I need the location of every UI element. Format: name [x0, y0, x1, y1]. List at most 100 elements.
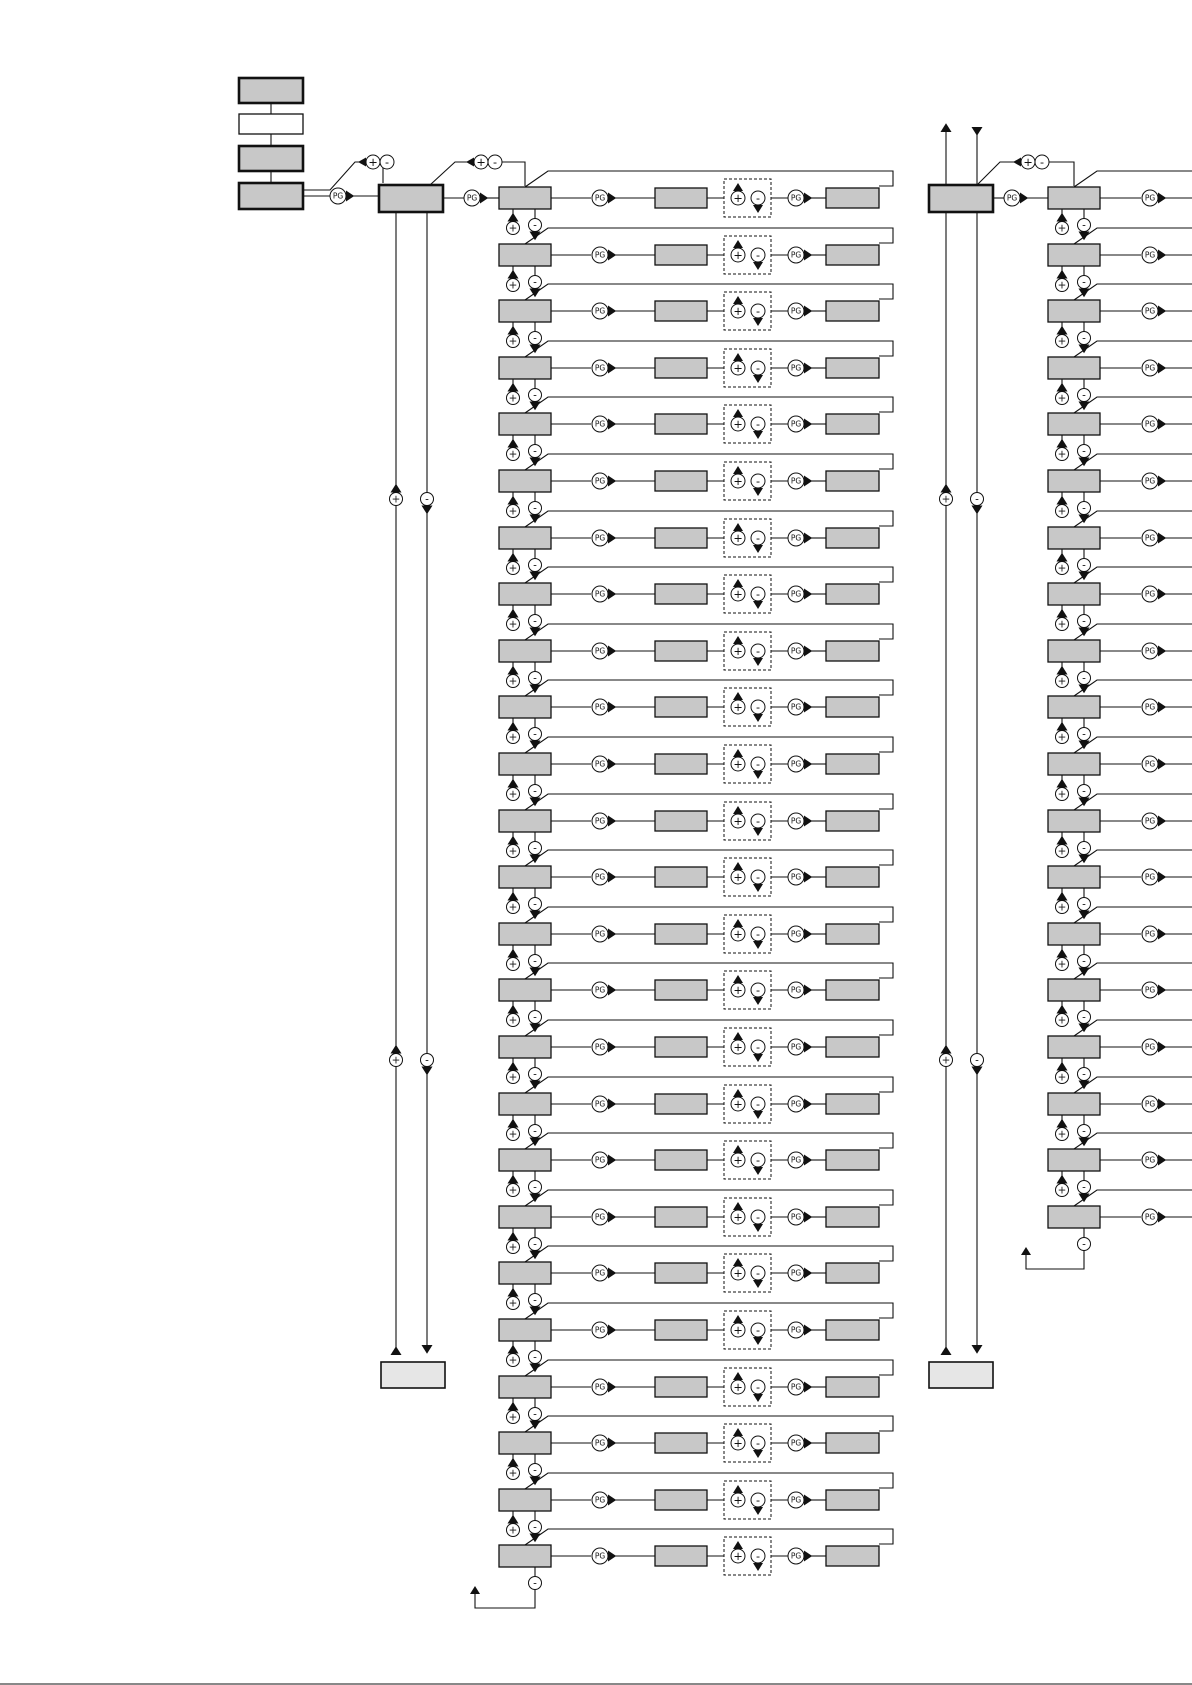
minus-circle-icon: -	[528, 614, 542, 628]
plus-circle-icon: +	[1020, 154, 1036, 170]
left-stage-row: PG+-PG+-	[498, 1245, 894, 1316]
minus-label: -	[756, 1154, 760, 1167]
plus-label: +	[509, 223, 518, 235]
left-stage-row: PG+-PG+-	[498, 849, 894, 920]
minus-circle-icon: -	[750, 416, 766, 432]
left-stage-row: PG+-PG+-	[498, 227, 894, 298]
pg-circle-icon: PG	[787, 698, 813, 716]
arrow-up-icon	[733, 1541, 743, 1549]
stage-box-right	[825, 1036, 880, 1058]
stage-feedback-loop	[524, 227, 894, 245]
pg-label: PG	[595, 420, 606, 429]
pg-circle-icon: PG	[787, 1321, 813, 1339]
pg-label: PG	[1007, 194, 1018, 203]
plus-circle-icon: +	[506, 1296, 520, 1310]
arrow-up-icon	[733, 296, 743, 304]
plus-minus-pair-icon: +-	[1013, 154, 1050, 170]
minus-circle-icon: -	[528, 1010, 542, 1024]
right-stage-row: PG+-	[1047, 1132, 1192, 1203]
plus-label: +	[509, 1298, 518, 1310]
pg-label: PG	[333, 192, 344, 201]
arrow-right-icon	[608, 871, 617, 883]
stage-box	[498, 1148, 552, 1172]
pg-circle-icon: PG	[787, 812, 813, 830]
plus-label: +	[942, 494, 951, 506]
arrow-right-icon	[608, 532, 617, 544]
arrow-right-icon	[1158, 701, 1167, 713]
pg-circle-icon: PG	[1141, 415, 1167, 433]
minus-label: -	[756, 645, 760, 658]
minus-label: -	[533, 560, 537, 572]
minus-label: -	[533, 333, 537, 345]
stage-box	[498, 752, 552, 776]
stage-box	[1047, 186, 1101, 210]
minus-circle-icon: -	[528, 388, 542, 402]
pg-label: PG	[467, 194, 478, 203]
arrow-down-icon	[753, 545, 763, 553]
pg-circle-icon: PG	[1141, 189, 1167, 207]
plus-circle-icon: +	[730, 869, 746, 885]
arrow-left-icon	[466, 157, 474, 167]
pg-label: PG	[791, 1439, 802, 1448]
stage-box-right	[825, 527, 880, 549]
plus-label: +	[733, 1267, 742, 1280]
plus-label: +	[509, 846, 518, 858]
stage-box	[1047, 243, 1101, 267]
stage-box-mid	[654, 357, 708, 379]
pg-label: PG	[791, 1326, 802, 1335]
minus-label: -	[533, 616, 537, 628]
minus-label: -	[756, 871, 760, 884]
pg-label: PG	[595, 1552, 606, 1561]
plus-circle-icon: +	[1055, 1070, 1069, 1084]
pg-label: PG	[595, 307, 606, 316]
plus-circle-icon: +	[506, 1523, 520, 1537]
pg-circle-icon: PG	[591, 1321, 617, 1339]
pg-circle-icon: PG	[591, 1264, 617, 1282]
minus-circle-icon: -	[1077, 727, 1091, 741]
plus-circle-icon: +	[506, 447, 520, 461]
minus-label: -	[533, 446, 537, 458]
arrow-up-icon	[940, 1044, 952, 1054]
pg-circle-icon: PG	[1141, 246, 1167, 264]
arrow-right-icon	[804, 1437, 813, 1449]
stage-box-right	[825, 1432, 880, 1454]
minus-label: -	[1082, 729, 1086, 741]
stage-box-right	[825, 357, 880, 379]
arrow-right-icon	[804, 249, 813, 261]
plus-label: +	[1058, 789, 1067, 801]
arrow-right-icon	[608, 418, 617, 430]
arrow-down-icon	[753, 1507, 763, 1515]
plus-circle-icon: +	[1055, 278, 1069, 292]
minus-label: -	[756, 928, 760, 941]
plus-minus-pair-icon: +-	[466, 154, 503, 170]
arrow-down-icon	[753, 1280, 763, 1288]
stage-box-right	[825, 300, 880, 322]
stage-box	[1047, 582, 1101, 606]
minus-circle-icon: -	[750, 1379, 766, 1395]
pg-circle-icon: PG	[787, 359, 813, 377]
arrow-right-icon	[804, 1154, 813, 1166]
top-box-2	[238, 113, 304, 135]
pg-circle-icon: PG	[1141, 302, 1167, 320]
left-return-path	[474, 1589, 536, 1609]
plus-label: +	[733, 192, 742, 205]
right-stage-row: PG+-	[1047, 510, 1192, 581]
minus-label: -	[756, 532, 760, 545]
pg-circle-icon: PG	[591, 1208, 617, 1226]
minus-circle-icon: -	[750, 813, 766, 829]
stage-box-right	[825, 1206, 880, 1228]
minus-label: -	[756, 1267, 760, 1280]
arrow-down-icon	[753, 771, 763, 779]
stage-box-mid	[654, 1036, 708, 1058]
plus-label: +	[368, 156, 377, 169]
arrow-down-icon	[753, 262, 763, 270]
right-stage-row: PG+-	[1047, 962, 1192, 1033]
plus-label: +	[1058, 619, 1067, 631]
plus-label: +	[733, 1550, 742, 1563]
minus-circle	[1034, 154, 1050, 170]
arrow-down-icon	[1078, 514, 1090, 524]
pg-label: PG	[791, 590, 802, 599]
minus-label: -	[756, 192, 760, 205]
minus-circle-icon: -	[1077, 1237, 1091, 1251]
minus-label: -	[533, 899, 537, 911]
